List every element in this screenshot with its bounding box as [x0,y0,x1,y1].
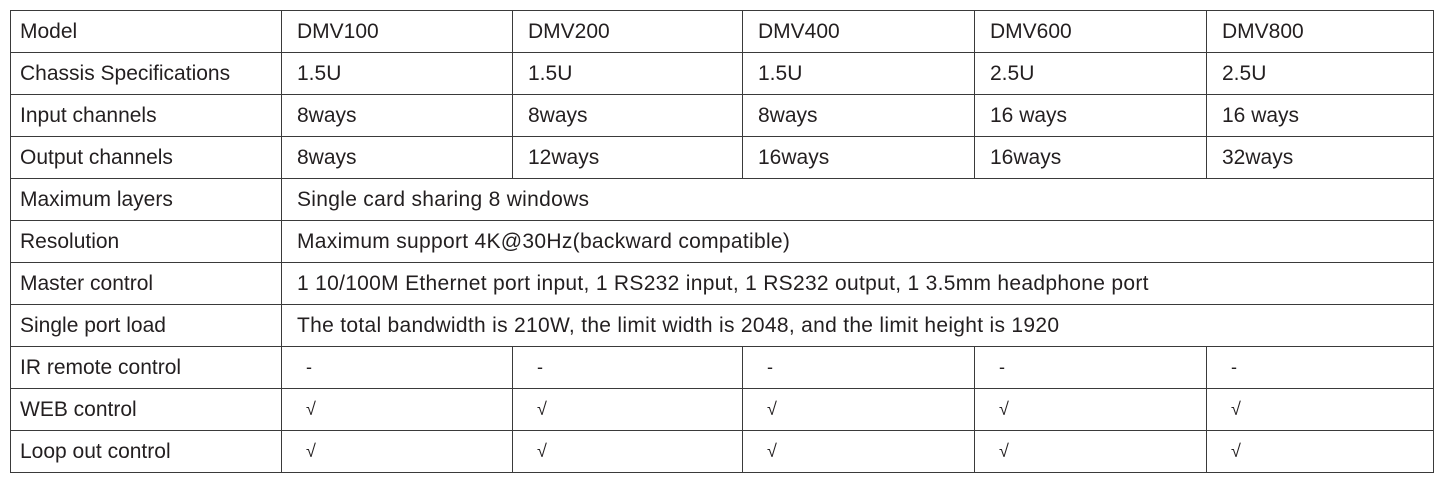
row-label: Loop out control [10,430,282,473]
check-mark-icon: √ [742,430,975,473]
row-label: Model [10,10,282,53]
spec-table: Model DMV100 DMV200 DMV400 DMV600 DMV800… [10,10,1434,473]
model-name: DMV100 [281,10,513,53]
cell-value: 2.5U [974,52,1207,95]
cell-value: 32ways [1206,136,1434,179]
cell-value: 8ways [512,94,743,137]
cell-value: 16 ways [1206,94,1434,137]
cell-value: 8ways [742,94,975,137]
dash-mark: - [512,346,743,389]
table-row: IR remote control----- [10,346,1434,389]
shared-value: Maximum support 4K@30Hz(backward compati… [281,220,1434,263]
cell-value: 16ways [974,136,1207,179]
row-label: Master control [10,262,282,305]
row-label: Resolution [10,220,282,263]
check-mark-icon: √ [742,388,975,431]
table-row-model: Model DMV100 DMV200 DMV400 DMV600 DMV800 [10,10,1434,53]
model-name: DMV600 [974,10,1207,53]
check-mark-icon: √ [281,430,513,473]
check-mark-icon: √ [1206,388,1434,431]
shared-value: 1 10/100M Ethernet port input, 1 RS232 i… [281,262,1434,305]
cell-value: 1.5U [281,52,513,95]
row-label: Input channels [10,94,282,137]
dash-mark: - [281,346,513,389]
model-name: DMV200 [512,10,743,53]
cell-value: 2.5U [1206,52,1434,95]
check-mark-icon: √ [512,430,743,473]
model-name: DMV400 [742,10,975,53]
dash-mark: - [974,346,1207,389]
check-mark-icon: √ [974,388,1207,431]
row-label: IR remote control [10,346,282,389]
check-mark-icon: √ [974,430,1207,473]
cell-value: 8ways [281,136,513,179]
cell-value: 1.5U [742,52,975,95]
check-mark-icon: √ [512,388,743,431]
cell-value: 1.5U [512,52,743,95]
cell-value: 12ways [512,136,743,179]
row-label: Output channels [10,136,282,179]
cell-value: 16 ways [974,94,1207,137]
check-mark-icon: √ [281,388,513,431]
row-label: WEB control [10,388,282,431]
model-name: DMV800 [1206,10,1434,53]
row-label: Maximum layers [10,178,282,221]
shared-value: Single card sharing 8 windows [281,178,1434,221]
row-label: Single port load [10,304,282,347]
shared-value: The total bandwidth is 210W, the limit w… [281,304,1434,347]
table-row: WEB control√√√√√ [10,388,1434,431]
dash-mark: - [1206,346,1434,389]
cell-value: 8ways [281,94,513,137]
check-mark-icon: √ [1206,430,1434,473]
row-label: Chassis Specifications [10,52,282,95]
cell-value: 16ways [742,136,975,179]
table-row: Loop out control√√√√√ [10,430,1434,473]
dash-mark: - [742,346,975,389]
